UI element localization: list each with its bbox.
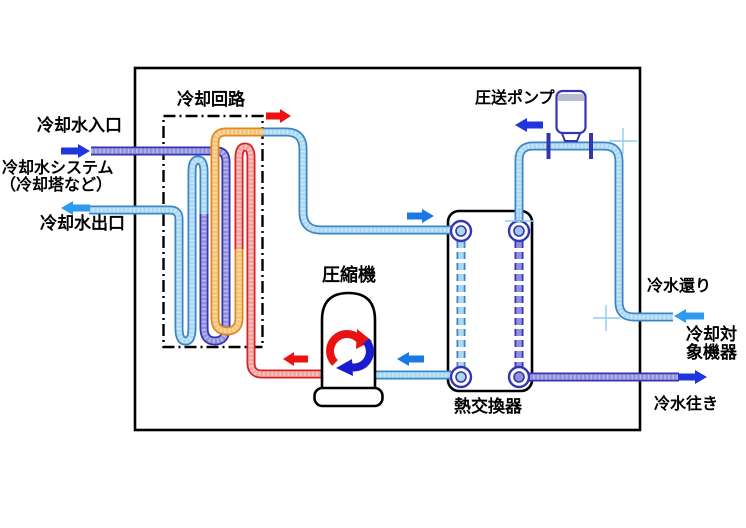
heat-exchanger bbox=[446, 209, 534, 393]
heat-exchanger-body bbox=[446, 209, 534, 393]
flow-arrow-compressor-out-left-icon bbox=[283, 352, 308, 366]
hx-port-bottom-left bbox=[449, 365, 473, 389]
pump-flange-right bbox=[589, 133, 593, 159]
compressor-cycle-blue-arrow bbox=[349, 338, 374, 372]
refrigerant-to-hx-pipe bbox=[262, 129, 452, 233]
refrigerant-to-hx-pipe bbox=[262, 129, 452, 233]
tick-icon bbox=[593, 305, 620, 331]
label-cooling-water-outlet: 冷却水出口 bbox=[40, 214, 125, 233]
joint-tick-marks bbox=[505, 128, 637, 331]
label-cooled-equipment: 冷却対象機器 bbox=[686, 325, 737, 362]
pump-flange-left bbox=[546, 133, 551, 159]
chiller-unit-box bbox=[133, 66, 642, 432]
cooling-water-inlet-coil-pipe bbox=[91, 148, 229, 344]
hot-gas-pipe bbox=[236, 144, 322, 377]
label-heat-exchanger: 熱交換器 bbox=[454, 397, 522, 416]
condensing-refrigerant-pipe bbox=[212, 129, 263, 334]
label-pressure-pump: 圧送ポンプ bbox=[475, 90, 555, 107]
chilled-return-pipe bbox=[516, 143, 673, 320]
label-chilled-water-return: 冷水還り bbox=[647, 278, 712, 295]
flow-arrow-return-left-icon bbox=[674, 309, 704, 323]
hx-port-top-right bbox=[507, 219, 531, 243]
flow-arrow-inlet-right-icon bbox=[61, 144, 90, 158]
label-cooling-tower-note: （冷却塔など） bbox=[0, 177, 113, 194]
compressor-cycle-red-arrow bbox=[326, 330, 362, 366]
cooling-circuit-box bbox=[162, 114, 264, 349]
hx-ports bbox=[449, 219, 531, 389]
condensing-refrigerant-pipe bbox=[212, 129, 263, 334]
hx-port-top-left bbox=[449, 219, 473, 243]
label-cooling-circuit: 冷却回路 bbox=[177, 90, 245, 109]
compressor bbox=[313, 291, 384, 408]
flow-arrow-outlet-left-icon bbox=[61, 201, 90, 215]
label-cooling-water-system: 冷却水システム bbox=[2, 160, 114, 177]
tick-icon bbox=[609, 128, 637, 154]
cooling-water-inlet-coil-pipe bbox=[91, 148, 229, 344]
flow-arrow-pump-left-icon bbox=[515, 118, 543, 132]
compressor-cycle-blue-arrowhead-icon bbox=[336, 359, 353, 376]
chilled-return-pipe bbox=[516, 143, 673, 320]
flow-arrow-coil-exit-right-icon bbox=[266, 109, 291, 123]
label-chilled-water-supply: 冷水往き bbox=[654, 396, 719, 413]
cooling-water-outlet-coil-pipe bbox=[89, 157, 207, 344]
tick-icon bbox=[505, 208, 534, 222]
pressure-pump bbox=[546, 89, 593, 159]
compressor-cycle-red-arrowhead-icon bbox=[356, 329, 372, 349]
flow-arrow-compressor-in-left-icon bbox=[397, 352, 424, 366]
label-compressor: 圧縮機 bbox=[322, 265, 376, 285]
hx-port-bottom-right bbox=[507, 365, 531, 389]
pump-motor-cap bbox=[558, 94, 584, 101]
flow-arrow-hx-in-right-icon bbox=[407, 209, 434, 223]
flow-arrow-supply-right-icon bbox=[678, 370, 707, 384]
pump-motor-body bbox=[555, 89, 587, 135]
compressor-base bbox=[313, 386, 384, 408]
label-cooling-water-inlet: 冷却水入口 bbox=[37, 116, 122, 135]
